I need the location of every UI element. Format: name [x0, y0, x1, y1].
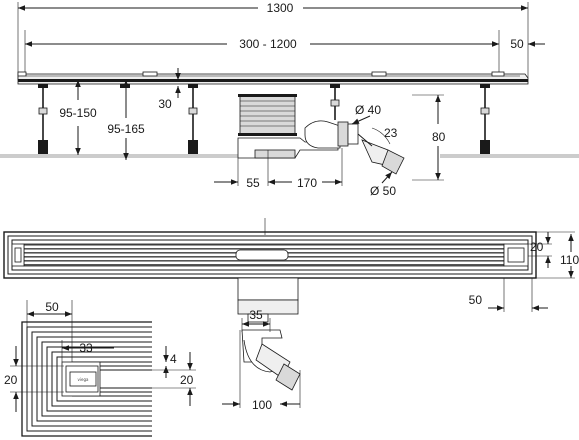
dim-cover-gap: 30: [158, 68, 181, 111]
adjustable-length-label: 300 - 1200: [239, 37, 297, 51]
dim-outlet-angle: 23: [371, 126, 398, 145]
height-right-label: 95-165: [107, 122, 145, 136]
dim-plan-end-offset: 50: [469, 278, 548, 312]
outlet-offset-b-label: 170: [297, 176, 317, 190]
plan-width-inner-label: 20: [530, 240, 544, 254]
trap-width-label: 100: [252, 398, 272, 412]
dim-detail-left: 20: [4, 346, 64, 412]
dim-plan-width-total: 110: [560, 234, 579, 278]
detail-a-label: 33: [79, 341, 93, 355]
outlet-angle-label: 23: [384, 126, 398, 140]
detail-b-label: 4: [170, 352, 177, 366]
pipe-diameter-label: Ø 40: [355, 103, 381, 117]
end-offset-label: 50: [510, 37, 524, 51]
dim-end-offset: 50: [484, 37, 545, 51]
viega-logo: viega: [78, 377, 89, 382]
dim-trap-width: 100: [222, 398, 300, 412]
dim-detail-a: 33: [61, 340, 114, 362]
dim-adjustable-length: 300 - 1200: [25, 37, 499, 51]
dim-detail-width: 50: [26, 300, 73, 362]
dim-height-right: 95-165: [107, 80, 145, 160]
plan-end-offset-label: 50: [469, 293, 483, 307]
detail-right-label: 20: [180, 373, 194, 387]
trap-offset-label: 35: [249, 308, 263, 322]
cover-gap-label: 30: [158, 97, 172, 111]
dim-outlet-offsets: 55 170: [214, 148, 343, 190]
detail-left-label: 20: [4, 373, 18, 387]
side-elevation: 1300 300 - 1200 50: [0, 1, 579, 198]
adjustable-feet: [38, 88, 490, 154]
dim-outlet-height: 80: [412, 94, 446, 181]
outlet-diameter-label: Ø 50: [370, 184, 396, 198]
dim-pipe-diameter: Ø 40: [351, 103, 381, 125]
trap-view: 35 100: [222, 277, 301, 412]
height-left-label: 95-150: [59, 106, 97, 120]
dim-height-left: 95-150: [59, 80, 97, 155]
plan-width-total-label: 110: [560, 253, 579, 267]
dim-plan-width-inner: 20: [530, 232, 551, 268]
dim-detail-right: 20: [100, 352, 196, 406]
plan-view: 20 110 50: [3, 218, 579, 312]
overall-length-label: 1300: [267, 1, 294, 15]
channel-body: [17, 71, 529, 88]
detail-width-label: 50: [45, 300, 59, 314]
corner-detail: viega 50 33 4 20: [4, 300, 196, 437]
outlet-height-label: 80: [432, 130, 446, 144]
dim-overall-length: 1300: [18, 1, 528, 15]
drain-body: [237, 94, 405, 175]
dim-trap-offset: 35: [241, 308, 271, 332]
dim-detail-b: 4: [163, 346, 177, 378]
dim-outlet-diameter: Ø 50: [370, 171, 396, 198]
outlet-offset-a-label: 55: [246, 176, 260, 190]
